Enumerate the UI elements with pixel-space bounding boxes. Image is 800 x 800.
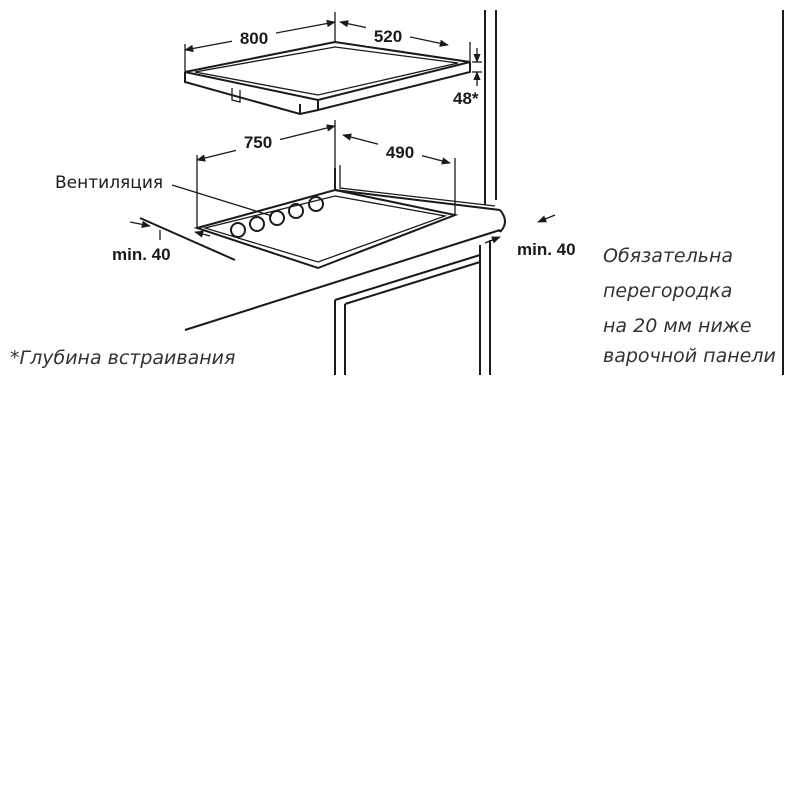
partition-note: Обязательна перегородка на 20 мм ниже ва… <box>603 245 776 367</box>
footnote-text: *Глубина встраивания <box>10 347 235 369</box>
dimension-750-label: 750 <box>244 133 272 152</box>
dimension-min40-left-label: min. 40 <box>112 245 171 264</box>
ventilation-leader <box>171 184 273 217</box>
partition-note-line-1: Обязательна <box>603 245 733 267</box>
countertop <box>139 165 506 375</box>
dimension-800-label: 800 <box>240 29 268 48</box>
dimension-48 <box>472 48 482 86</box>
wall <box>484 10 784 375</box>
dimension-48-label: 48* <box>453 89 479 108</box>
ventilation-label: Вентиляция <box>55 173 163 193</box>
dimension-min40-right <box>484 214 556 244</box>
dimension-min40-right-label: min. 40 <box>517 240 576 259</box>
hob-panel <box>184 40 471 116</box>
dimension-min40-left <box>129 220 211 240</box>
dimension-520-label: 520 <box>374 27 402 46</box>
partition-note-line-3: на 20 мм ниже <box>603 315 752 337</box>
partition-note-line-4: варочной панели <box>603 345 776 367</box>
partition-note-line-2: перегородка <box>603 280 732 302</box>
ventilation-holes <box>230 196 324 238</box>
dimension-490-label: 490 <box>386 143 414 162</box>
